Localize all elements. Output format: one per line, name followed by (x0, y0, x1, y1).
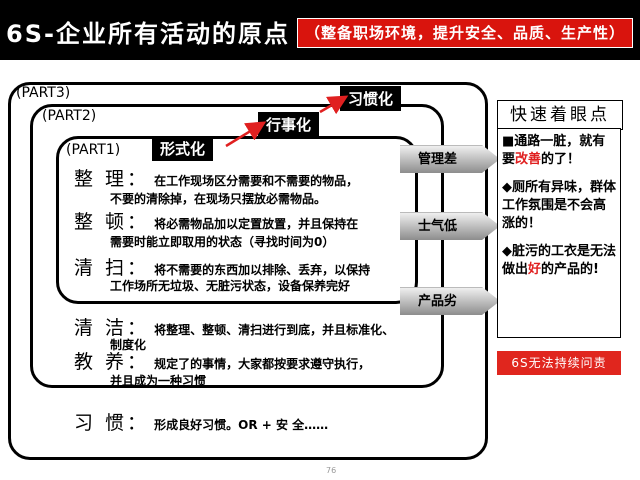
page-title: 6S-企业所有活动的原点 (6, 20, 290, 48)
item-seiri-text2: 不要的清除掉，在现场只摆放必需物品。 (110, 192, 327, 206)
item-shitsuke-name: 教 养： (74, 351, 150, 373)
arrow-management-poor: 管理差 (400, 145, 500, 173)
item-shitsuke-text1: 规定了的事情，大家都按要求遵守执行， (154, 357, 371, 371)
item-seiketsu-name: 清 洁： (74, 317, 150, 339)
part3-label: (PART3) (16, 85, 71, 101)
item-habit-text1: 形成良好习惯。OR + 安 全…… (154, 418, 329, 432)
note-uniform: ◆脏污的工衣是无法做出好的产品的! (502, 244, 616, 277)
accountability-button[interactable]: 6S无法持续问责 (497, 351, 621, 375)
item-seiketsu: 清 洁： 将整理、整顿、清扫进行到底，并且标准化、 (74, 313, 394, 340)
arrow-product-inferior: 产品劣 (400, 287, 500, 315)
item-seiton-name: 整 顿： (74, 211, 150, 233)
stage-habit: 习惯化 (340, 86, 402, 111)
item-seiso: 清 扫： 将不需要的东西加以排除、丢弃，以保持 (74, 253, 370, 280)
part1-frame (56, 136, 418, 304)
item-seiton-text1: 将必需物品加以定置放置，并且保持在 (154, 217, 359, 231)
item-seiso-text2: 工作场所无垃圾、无脏污状态，设备保养完好 (110, 279, 351, 293)
item-seiton-text2: 需要时能立即取用的状态（寻找时间为0） (110, 235, 335, 249)
stage-formal: 形式化 (152, 136, 214, 161)
item-seiketsu-text2: 制度化 (110, 338, 147, 352)
item-seiri: 整 理： 在工作现场区分需要和不需要的物品， (74, 164, 358, 191)
stage-action: 行事化 (258, 112, 320, 137)
page-number: 76 (326, 466, 337, 475)
part2-label: (PART2) (42, 108, 97, 124)
item-seiso-name: 清 扫： (74, 257, 150, 279)
item-seiri-text1: 在工作现场区分需要和不需要的物品， (154, 174, 359, 188)
part1-label: (PART1) (66, 142, 121, 158)
right-panel-title: 快速着眼点 (497, 100, 623, 130)
page-subtitle: （整备职场环境，提升安全、品质、生产性） (297, 18, 633, 48)
arrow-morale-low: 士气低 (400, 212, 500, 240)
right-panel: ■通路一脏，就有要改善的了！ ◆厕所有异味，群体工作氛围是不会高涨的！ ◆脏污的… (497, 128, 621, 338)
item-habit: 习 惯： 形成良好习惯。OR + 安 全…… (74, 408, 328, 435)
item-shitsuke: 教 养： 规定了的事情，大家都按要求遵守执行， (74, 347, 370, 374)
item-seiton: 整 顿： 将必需物品加以定置放置，并且保持在 (74, 207, 358, 234)
item-shitsuke-text2: 并且成为一种习惯 (110, 374, 207, 388)
arrow-formal-to-action (225, 121, 267, 148)
item-seiso-text1: 将不需要的东西加以排除、丢弃，以保持 (154, 263, 371, 277)
item-habit-name: 习 惯： (74, 412, 150, 434)
arrow-action-to-habit (319, 95, 349, 115)
item-seiri-name: 整 理： (74, 168, 150, 190)
item-seiketsu-text1: 将整理、整顿、清扫进行到底，并且标准化、 (154, 323, 395, 337)
note-toilet: ◆厕所有异味，群体工作氛围是不会高涨的！ (502, 180, 616, 231)
note-passage: ■通路一脏，就有要改善的了！ (502, 134, 606, 167)
